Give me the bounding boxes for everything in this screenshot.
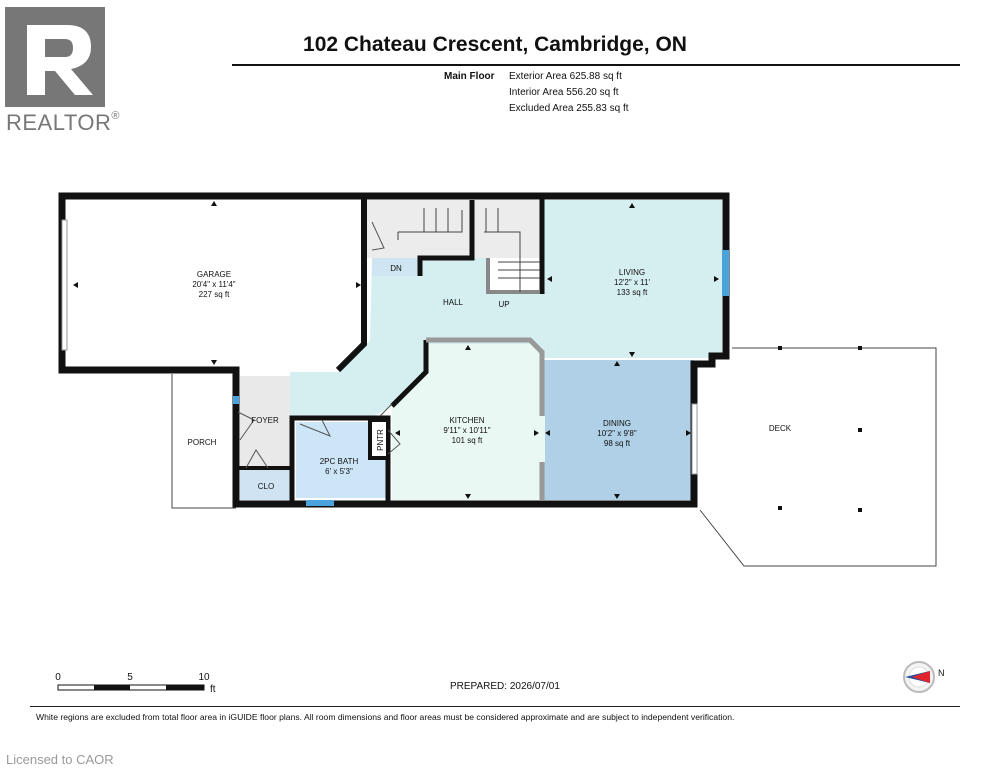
- page-title: 102 Chateau Crescent, Cambridge, ON: [303, 33, 687, 56]
- closet-area: [240, 470, 292, 500]
- exterior-area: Exterior Area 625.88 sq ft: [509, 71, 622, 82]
- living-window: [722, 250, 729, 296]
- dining-area: [542, 360, 694, 500]
- prepared-date: PREPARED: 2026/07/01: [450, 681, 560, 692]
- dimension-markers: [73, 201, 719, 499]
- foyer-label: FOYER: [251, 416, 279, 425]
- exterior-walls: [58, 192, 730, 508]
- scale-label-10: 10: [198, 672, 210, 683]
- license-watermark: Licensed to CAOR: [6, 752, 114, 767]
- title-divider: [232, 64, 960, 66]
- kitchen-label: KITCHEN: [449, 416, 484, 425]
- realtor-logo-word: REALTOR®: [6, 110, 120, 135]
- stair-rail: [486, 258, 540, 294]
- foyer-window: [233, 396, 239, 404]
- garage-wall: [335, 198, 367, 373]
- door-swings: [237, 221, 401, 469]
- up-label: UP: [498, 300, 509, 309]
- interior-area: Interior Area 556.20 sq ft: [509, 87, 619, 98]
- garage-dims: 20'4" x 11'4": [192, 280, 235, 289]
- patio-door: [691, 403, 698, 475]
- kitchen-area-label: 101 sq ft: [452, 436, 483, 445]
- realtor-r-icon: [5, 7, 105, 107]
- disclaimer-text: White regions are excluded from total fl…: [36, 712, 735, 722]
- scale-label-5: 5: [127, 672, 133, 683]
- compass-icon: [903, 661, 935, 693]
- kitchen-wall: [390, 340, 429, 408]
- closet-label: CLO: [258, 482, 274, 491]
- kitchen-area: [392, 344, 542, 500]
- bath-walls: [289, 415, 391, 504]
- garage-door: [61, 219, 68, 351]
- dining-label: DINING: [603, 419, 631, 428]
- porch-outline: [171, 374, 236, 509]
- compass-north-label: N: [938, 668, 945, 678]
- deck-label: DECK: [769, 424, 792, 433]
- dn-label: DN: [390, 264, 402, 273]
- kitchen-opening: [539, 416, 545, 462]
- stair-landing-wall: [417, 200, 475, 276]
- living-dims: 12'2" x 11': [614, 278, 650, 287]
- footer-divider: [30, 706, 960, 707]
- bath-label: 2PC BATH: [320, 457, 359, 466]
- dining-dims: 10'2" x 9'8": [597, 429, 637, 438]
- deck-outline: [699, 347, 937, 567]
- garage-area: 227 sq ft: [199, 290, 230, 299]
- deck-posts: [778, 346, 862, 512]
- stair-treads: [397, 208, 540, 292]
- foyer-area: [240, 376, 290, 466]
- bath-dims: 6' x 5'3": [325, 467, 353, 476]
- excluded-area: Excluded Area 255.83 sq ft: [509, 103, 629, 114]
- living-hall-area: [290, 200, 722, 418]
- kitchen-dims: 9'11" x 10'11": [443, 426, 490, 435]
- scale-label-0: 0: [55, 672, 61, 683]
- porch-label: PORCH: [188, 438, 217, 447]
- garage-label: GARAGE: [197, 270, 231, 279]
- realtor-logo: [5, 7, 105, 107]
- living-label: LIVING: [619, 268, 645, 277]
- hall-label: HALL: [443, 298, 464, 307]
- floor-level-label: Main Floor: [444, 71, 495, 82]
- pantry: [368, 418, 390, 460]
- bath-window: [306, 500, 334, 506]
- pantry-label: PNTR: [376, 429, 385, 451]
- dining-area-label: 98 sq ft: [604, 439, 631, 448]
- scale-bar: [57, 684, 205, 691]
- stair-area: [366, 200, 542, 258]
- living-area: 133 sq ft: [617, 288, 648, 297]
- dn-landing: [372, 258, 418, 276]
- scale-unit: ft: [210, 684, 216, 695]
